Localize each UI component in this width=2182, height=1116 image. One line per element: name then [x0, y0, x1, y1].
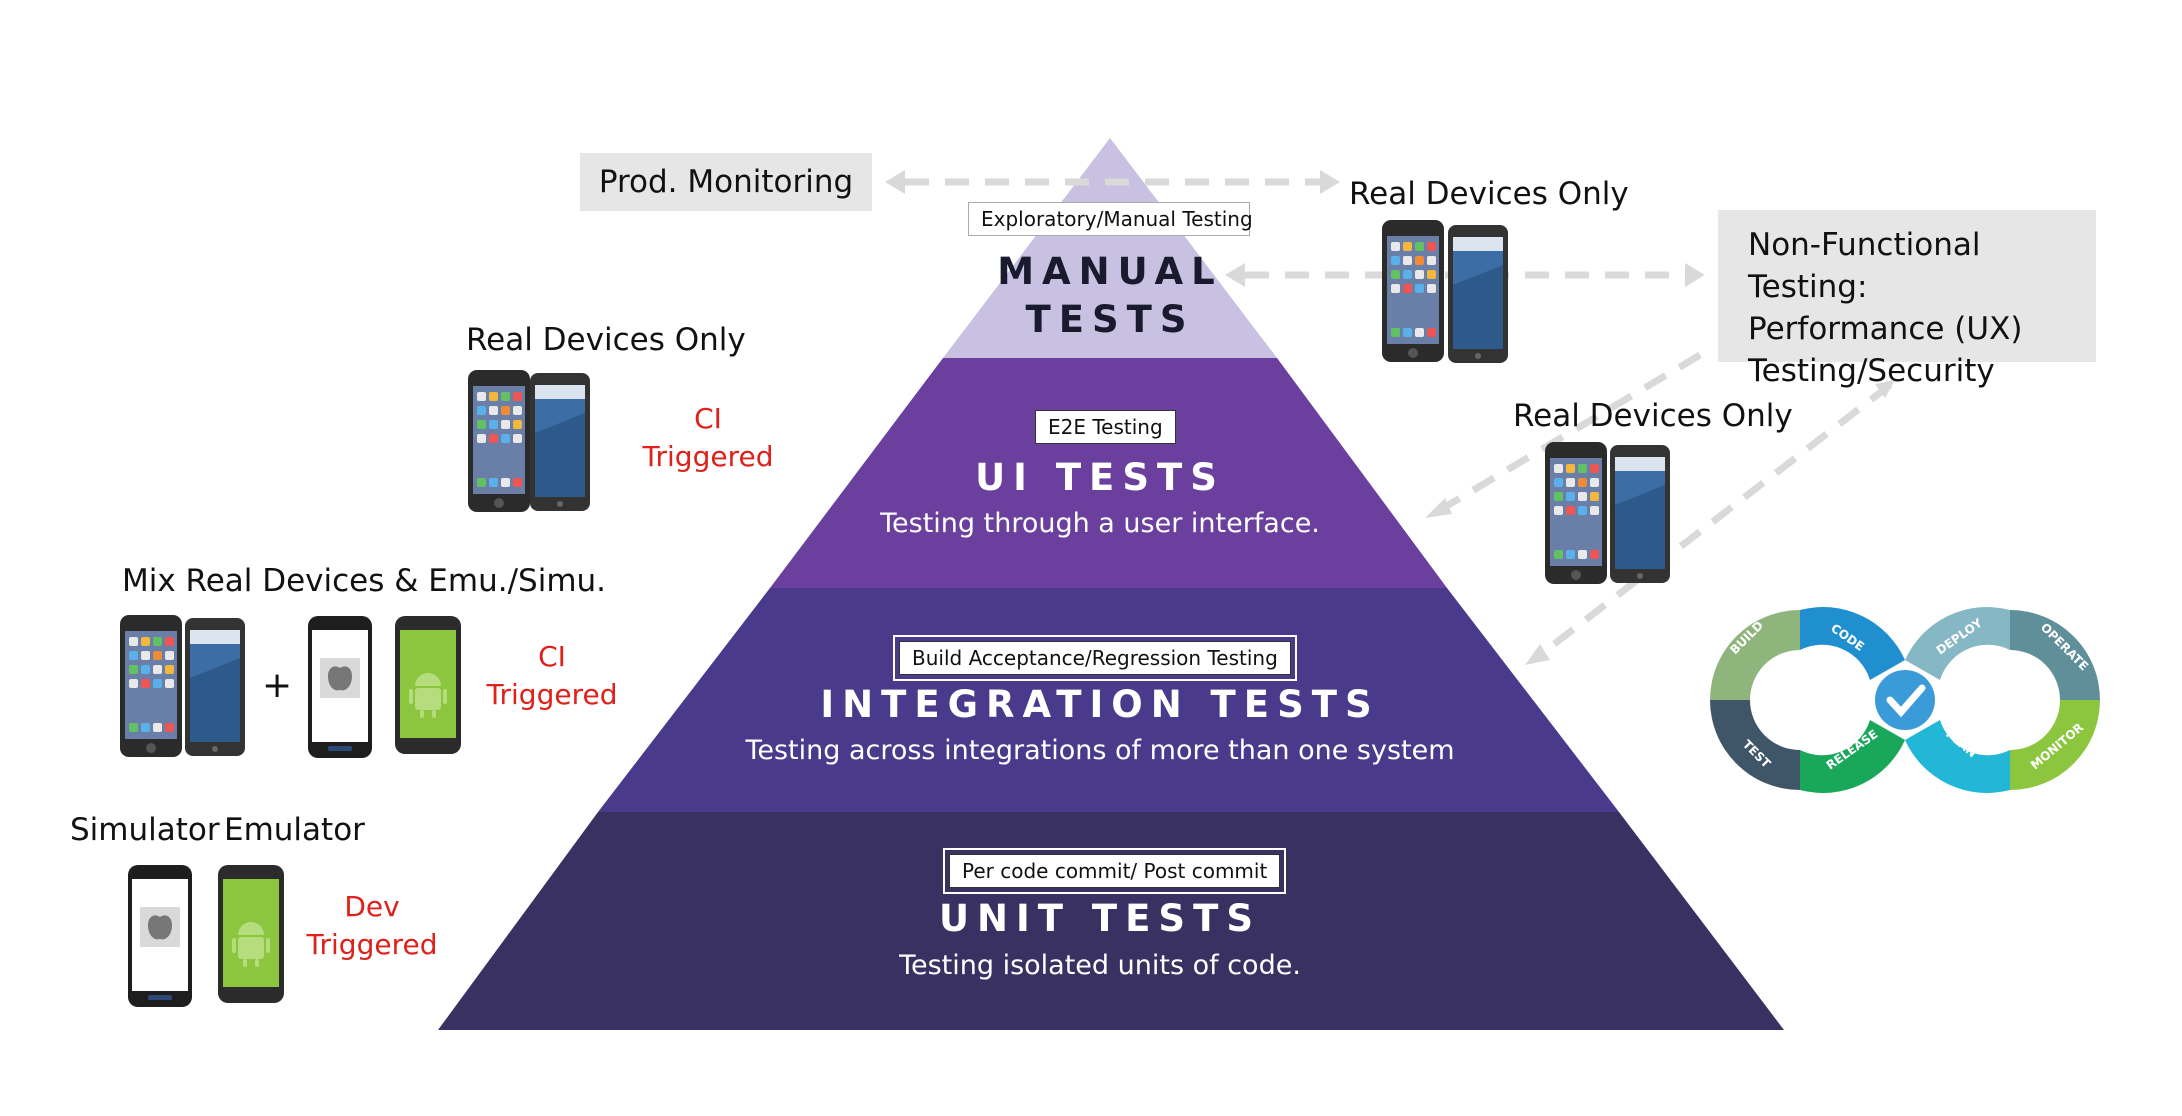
loop-segment-deploy: [1905, 607, 2010, 680]
real-devices-only-label-left: Real Devices Only: [466, 322, 746, 358]
unit-tests-description: Testing isolated units of code.: [899, 950, 1301, 981]
integration-tier-tag: Build Acceptance/Regression Testing: [893, 635, 1297, 681]
ci-triggered-line2: Triggered: [486, 678, 618, 711]
arrow-head: [1225, 263, 1245, 287]
loop-segment-code: [1800, 607, 1905, 680]
non-functional-line2: Performance (UX): [1748, 311, 2023, 347]
real-devices-only-label-top: Real Devices Only: [1349, 176, 1629, 212]
non-functional-line1: Non-Functional Testing:: [1748, 227, 1981, 305]
pyramid-tier-unit: [438, 812, 1784, 1030]
manual-tests-title-line1: MANUAL: [997, 250, 1223, 293]
unit-tests-title: UNIT TESTS: [939, 897, 1261, 940]
prod-monitoring-box: Prod. Monitoring: [580, 153, 872, 211]
arrow-head: [1685, 263, 1705, 287]
loop-segment-monitor: [2010, 700, 2100, 790]
dev-triggered-line1: Dev: [344, 890, 400, 923]
manual-tests-title-line2: TESTS: [1025, 298, 1195, 341]
arrow-head: [1525, 644, 1550, 665]
android-emulator-icon: [218, 865, 284, 1003]
integration-tests-description: Testing across integrations of more than…: [745, 735, 1455, 766]
devops-infinity-loop: BUILD CODE DEPLOY OPERATE TEST RELEASE P…: [1710, 607, 2100, 793]
loop-center-badge: [1875, 670, 1935, 730]
arrow-head: [885, 170, 905, 194]
pyramid-tier-manual: [943, 138, 1277, 358]
phone-pair-left-top: [468, 370, 590, 512]
arrow-heads: [885, 170, 1895, 665]
manual-tier-tag: Exploratory/Manual Testing: [968, 202, 1253, 236]
arrow-head: [1320, 170, 1340, 194]
non-functional-testing-box: Non-Functional Testing: Performance (UX)…: [1718, 210, 2096, 389]
simulator-label: Simulator: [70, 812, 220, 848]
arrow-head: [1425, 498, 1452, 518]
dev-triggered-label: Dev Triggered: [292, 888, 452, 964]
ci-triggered-line1: CI: [694, 402, 722, 435]
ci-triggered-label-1: CI Triggered: [628, 400, 788, 476]
ui-tests-description: Testing through a user interface.: [880, 508, 1320, 539]
pyramid-tier-ui: [770, 358, 1447, 588]
android-emulator-icon-mix: [395, 616, 461, 754]
real-devices-only-label-mid: Real Devices Only: [1513, 398, 1793, 434]
arrow-nf-to-ui: [1438, 351, 1702, 514]
check-icon: [1886, 684, 1926, 718]
integration-tests-title: INTEGRATION TESTS: [820, 683, 1380, 726]
loop-segment-build: [1710, 610, 1800, 700]
unit-tier-tag: Per code commit/ Post commit: [942, 848, 1287, 894]
loop-segment-test: [1710, 700, 1800, 790]
arrow-nf-to-integration: [1537, 382, 1893, 658]
iphone-simulator-icon-mix: [308, 616, 372, 758]
mix-devices-label: Mix Real Devices & Emu./Simu.: [122, 563, 607, 599]
dev-triggered-line2: Triggered: [306, 928, 438, 961]
arrow-head: [1875, 380, 1895, 398]
plus-sign: +: [262, 665, 293, 706]
iphone-simulator-icon: [128, 865, 192, 1007]
loop-segment-plan: [1905, 720, 2010, 793]
loop-segment-operate: [2010, 610, 2100, 700]
ci-triggered-line1: CI: [538, 640, 566, 673]
ui-tier-tag: E2E Testing: [1035, 410, 1176, 444]
phone-pair-left-mix: [120, 615, 245, 757]
non-functional-line3: Testing/Security: [1748, 353, 1995, 389]
ci-triggered-line2: Triggered: [642, 440, 774, 473]
emulator-label: Emulator: [224, 812, 365, 848]
ci-triggered-label-2: CI Triggered: [472, 638, 632, 714]
pyramid-tier-integration: [598, 588, 1619, 812]
loop-segment-release: [1800, 720, 1905, 793]
ui-tests-title: UI TESTS: [975, 456, 1225, 499]
